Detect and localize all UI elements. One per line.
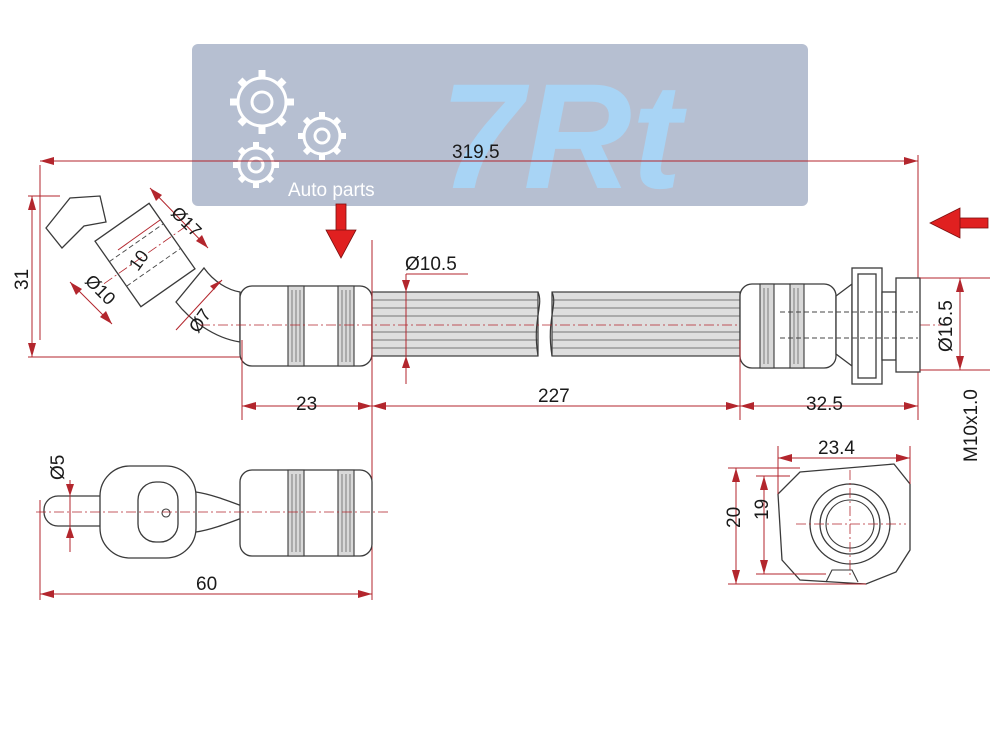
banjo-fitting: Ø17 Ø10 10 Ø7	[45, 187, 241, 343]
banjo-inner-dia-label: Ø10	[81, 271, 119, 309]
pin-dia-label: Ø5	[48, 455, 69, 480]
hose-dia-label: Ø10.5	[405, 254, 457, 275]
banjo-outer-dia-label: Ø17	[167, 203, 205, 241]
hose-length-label: 227	[538, 386, 570, 407]
dim-segment-lengths: 23 227 32.5	[241, 240, 918, 600]
logo-panel	[192, 44, 808, 206]
hex-end-view	[777, 463, 911, 585]
dim-right-fitting-dia: Ø16.5	[920, 277, 990, 371]
bottom-length-label: 60	[196, 574, 217, 595]
gears-icon	[230, 70, 346, 188]
dim-overall-length: 319.5	[39, 142, 919, 420]
right-fitting	[739, 267, 921, 385]
logo-watermark: Auto parts 7Rt	[192, 44, 808, 220]
logo-brand: 7Rt	[440, 52, 688, 220]
dim-banjo-height: 31	[12, 195, 240, 358]
banjo-side-view	[36, 465, 390, 559]
dim-bottom-length: 60	[39, 500, 372, 600]
arrow-down-icon	[325, 203, 357, 259]
dim-hex-flat-width: 23.4	[777, 438, 911, 494]
banjo-height-label: 31	[12, 269, 33, 290]
dim-hex-heights: 20 19	[724, 467, 866, 585]
arrow-left-icon	[929, 207, 989, 239]
hose-body	[371, 291, 741, 357]
right-fitting-dia-label: Ø16.5	[936, 300, 957, 352]
dim-hose-dia: Ø10.5	[402, 254, 468, 384]
left-fitting	[239, 285, 373, 367]
hex-height-inner-label: 19	[752, 499, 773, 520]
right-fitting-length-label: 32.5	[806, 394, 843, 415]
overall-length-label: 319.5	[452, 142, 500, 163]
left-fitting-length-label: 23	[296, 394, 317, 415]
hex-height-outer-label: 20	[724, 507, 745, 528]
dim-pin-dia: Ø5	[48, 455, 74, 552]
logo-tagline: Auto parts	[288, 180, 375, 201]
hex-flat-width-label: 23.4	[818, 438, 855, 459]
thread-label: M10x1.0	[961, 389, 982, 462]
